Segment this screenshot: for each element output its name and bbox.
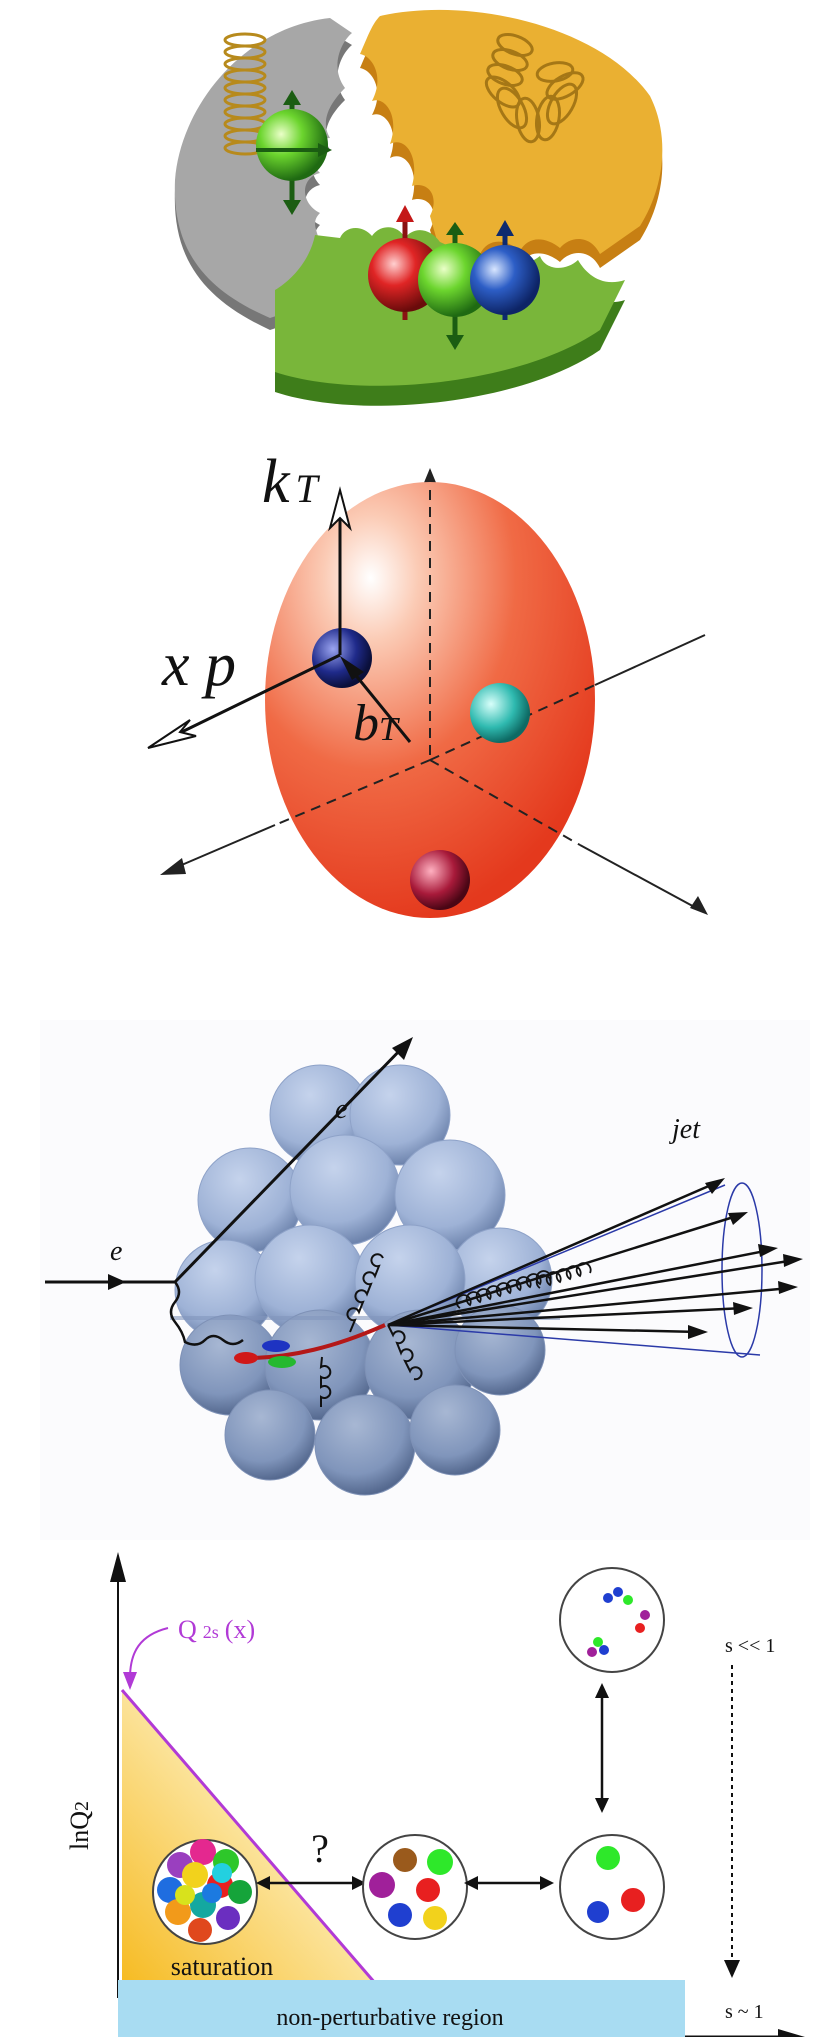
red-parton <box>234 1352 258 1364</box>
qs-pointer-head <box>123 1672 137 1690</box>
double-arrow-vertical-head2 <box>595 1798 609 1813</box>
double-arrow-vertical-head1 <box>595 1683 609 1698</box>
gluon-spring-right <box>484 33 585 144</box>
green-parton <box>268 1356 296 1368</box>
outgoing-electron-label: e <box>335 1094 347 1125</box>
nonpert-band-right <box>470 1980 685 2037</box>
jet-gluon-loops <box>455 1270 552 1309</box>
kt-arrowhead <box>328 486 352 532</box>
question-mark: ? <box>311 1826 329 1871</box>
nonpert-label: non-perturbative region <box>276 2005 503 2031</box>
nucleus <box>170 1064 560 1496</box>
top-blob-partons <box>587 1587 650 1657</box>
y-axis-label: lnQ2 <box>65 1801 94 1850</box>
top-blob <box>559 1567 665 1673</box>
outgoing-electron-arrowhead <box>392 1037 413 1060</box>
blue-parton <box>262 1340 290 1352</box>
proton-spin-puzzle-panel <box>0 0 820 430</box>
green-quark <box>418 222 492 350</box>
double-arrow-right-head1 <box>464 1876 478 1890</box>
right-blob <box>559 1834 665 1940</box>
double-arrow-left-head1 <box>256 1876 270 1890</box>
gluon-spring-left <box>223 32 267 156</box>
proton-spin-puzzle-figure <box>174 9 663 406</box>
s-dotted-arrowhead <box>724 1960 740 1978</box>
right-blob-partons <box>587 1846 645 1923</box>
axis-right-dashed <box>429 759 581 846</box>
axis-left-solid <box>169 824 276 871</box>
middle-blob-partons <box>369 1848 453 1930</box>
electron-nucleus-scattering-figure: e e jet <box>40 1020 810 1540</box>
virtual-photon <box>169 1281 244 1346</box>
saturation-line <box>120 1689 390 1999</box>
jet-label: jet <box>669 1114 701 1145</box>
axis-left-arrowhead <box>160 858 186 875</box>
axis-y-arrowhead <box>423 468 437 485</box>
xp-arrow <box>154 653 341 747</box>
jet-cone-opening <box>721 1182 763 1358</box>
electron-nucleus-scattering-panel: e e jet <box>0 1020 820 1540</box>
gluon-loops-down2 <box>387 1324 423 1381</box>
axis-left-dashed <box>274 759 431 826</box>
x-axis-arrowhead <box>778 2029 805 2041</box>
double-arrow-left-head2 <box>352 1876 366 1890</box>
gluon-loops-up <box>346 1253 384 1333</box>
gluon-loops-down <box>319 1356 332 1407</box>
y-axis-arrowhead <box>110 1552 126 1582</box>
outgoing-electron-line <box>173 1043 407 1284</box>
incoming-electron-label: e <box>110 1236 122 1267</box>
teal-quark <box>470 683 530 743</box>
saturation-label: saturation <box>171 1952 274 1981</box>
bt-label: bT <box>353 695 400 752</box>
bt-arrowhead <box>340 656 364 680</box>
double-arrow-right-head2 <box>540 1876 554 1890</box>
yellow-puzzle-piece <box>360 9 663 273</box>
saturation-blob <box>157 1839 252 1942</box>
incoming-electron-arrowhead <box>108 1274 126 1290</box>
xp-label: x p <box>161 631 236 699</box>
crimson-quark <box>410 850 470 910</box>
blue-quark <box>470 220 540 320</box>
jet-particles <box>387 1178 803 1339</box>
s-one-label: s ~ 1 <box>725 2001 764 2023</box>
s-small-label: s << 1 <box>725 1635 775 1657</box>
jet-gluon-loops-2 <box>535 1262 592 1289</box>
qs-pointer <box>129 1627 169 1679</box>
axis-upright-solid <box>594 634 706 686</box>
axis-right-arrowhead <box>690 896 708 915</box>
green-quark-with-spin <box>256 90 332 215</box>
nonpert-band-left <box>118 1980 470 2037</box>
xp-arrowhead <box>147 719 197 749</box>
axis-right-solid <box>579 844 701 911</box>
